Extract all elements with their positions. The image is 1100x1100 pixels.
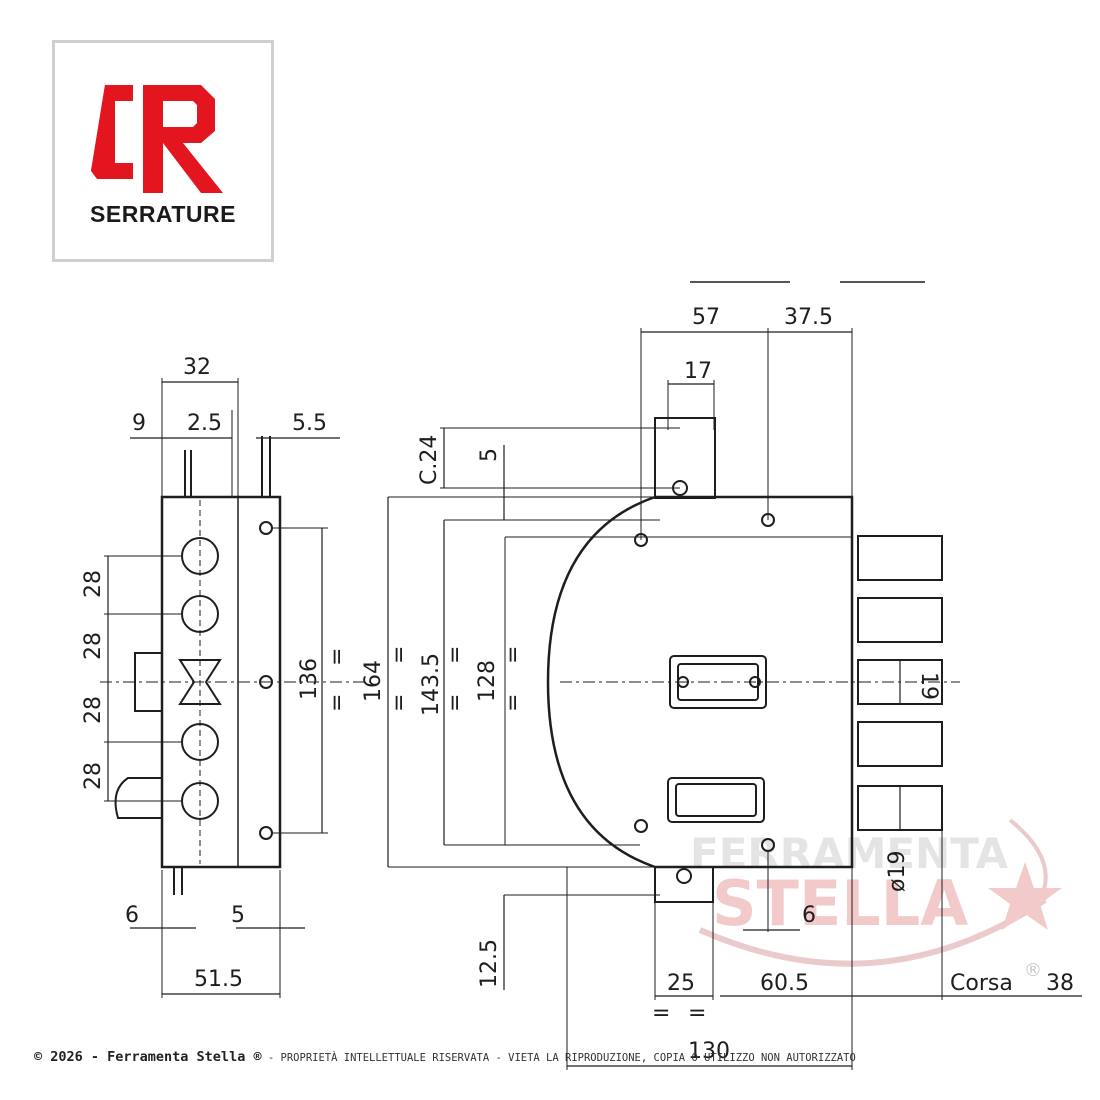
front-view xyxy=(387,281,1082,1070)
dim-5-5: 5.5 xyxy=(292,411,327,436)
dim-pitch-2: 28 xyxy=(81,632,106,660)
cr-serrature-logo: SERRATURE xyxy=(52,40,274,262)
dim-37-5: 37.5 xyxy=(784,305,833,330)
watermark-line2: STELLA xyxy=(712,867,968,940)
dim-5-side: 5 xyxy=(231,903,245,928)
watermark-registered: ® xyxy=(1024,960,1042,981)
corsa-value: 38 xyxy=(1046,971,1074,996)
equal-mark-136-bottom: = xyxy=(325,694,350,712)
equal-mark-128-top: = xyxy=(501,646,526,664)
dim-5-front: 5 xyxy=(477,448,502,462)
dim-128: 128 xyxy=(475,660,500,702)
side-view xyxy=(100,378,370,998)
copyright-notice: - PROPRIETÀ INTELLETTUALE RISERVATA - VI… xyxy=(261,1052,856,1064)
dim-32: 32 xyxy=(183,355,211,380)
equal-mark-bottom-right: = xyxy=(688,1001,706,1026)
dim-60-5: 60.5 xyxy=(760,971,809,996)
equal-mark-143-bottom: = xyxy=(443,694,468,712)
dim-51-5: 51.5 xyxy=(194,967,243,992)
dim-9: 9 xyxy=(132,411,146,436)
copyright-text: © 2026 - Ferramenta Stella ® xyxy=(34,1049,262,1065)
dim-12-5: 12.5 xyxy=(477,939,502,988)
dim-pitch-4: 28 xyxy=(81,762,106,790)
dim-phi-19: ø19 xyxy=(885,851,910,892)
dim-pitch-3: 28 xyxy=(81,696,106,724)
dim-25: 25 xyxy=(667,971,695,996)
dim-143-5: 143.5 xyxy=(419,653,444,716)
equal-mark-128-bottom: = xyxy=(501,694,526,712)
equal-mark-bottom-left: = xyxy=(652,1001,670,1026)
dim-130: 130 xyxy=(688,1039,730,1064)
equal-mark-164-bottom: = xyxy=(387,694,412,712)
corsa-label: Corsa xyxy=(950,971,1013,996)
watermark-line1: FERRAMENTA xyxy=(690,829,1009,878)
dim-6-side: 6 xyxy=(125,903,139,928)
logo-brand-text: SERRATURE xyxy=(90,201,236,227)
dim-2-5: 2.5 xyxy=(187,411,222,436)
star-icon xyxy=(988,862,1062,930)
equal-mark-143-top: = xyxy=(443,646,468,664)
dim-164: 164 xyxy=(361,660,386,702)
dim-17: 17 xyxy=(684,359,712,384)
dim-136: 136 xyxy=(297,658,322,700)
dim-19: 19 xyxy=(916,672,941,700)
copyright-footer: © 2026 - Ferramenta Stella ® - PROPRIETÀ… xyxy=(34,1046,1074,1065)
ferramenta-stella-watermark: FERRAMENTA STELLA ® xyxy=(690,818,1062,981)
equal-mark-136-top: = xyxy=(325,648,350,666)
dim-c24: C.24 xyxy=(417,435,442,485)
dim-pitch-1: 28 xyxy=(81,570,106,598)
cr-logo-mark-icon xyxy=(91,85,223,193)
dim-57: 57 xyxy=(692,305,720,330)
equal-mark-164-top: = xyxy=(387,646,412,664)
dim-6-front: 6 xyxy=(802,903,816,928)
